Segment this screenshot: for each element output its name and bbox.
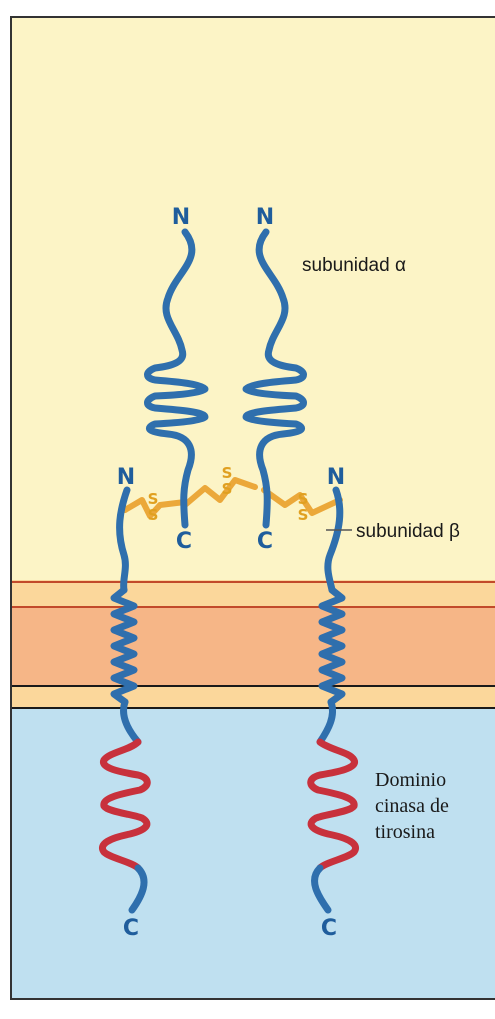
alpha-right-c-label: C xyxy=(257,529,273,554)
kinase-domain-label-line2: cinasa de xyxy=(375,795,449,817)
beta-right-n-label: N xyxy=(327,465,345,490)
alpha-left-n-label: N xyxy=(172,205,190,230)
kinase-domain-label-line1: Dominio xyxy=(375,769,446,791)
disulfide-s-label: S xyxy=(222,480,233,498)
membrane-inner-headgroups xyxy=(12,686,495,708)
membrane-core xyxy=(12,607,495,686)
membrane-outer-headgroups xyxy=(12,580,495,607)
alpha-right-n-label: N xyxy=(256,205,274,230)
disulfide-s-label: S xyxy=(298,506,309,524)
beta-left-n-label: N xyxy=(117,465,135,490)
beta-subunit-label: subunidad β xyxy=(356,521,460,542)
kinase-domain-label-line3: tirosina xyxy=(375,821,435,843)
alpha-subunit-label: subunidad α xyxy=(302,255,406,276)
extracellular-region xyxy=(12,18,495,580)
beta-left-c-label: C xyxy=(123,916,139,941)
alpha-left-c-label: C xyxy=(176,529,192,554)
beta-right-c-label: C xyxy=(321,916,337,941)
disulfide-s-label: S xyxy=(148,506,159,524)
intracellular-region xyxy=(12,709,495,999)
